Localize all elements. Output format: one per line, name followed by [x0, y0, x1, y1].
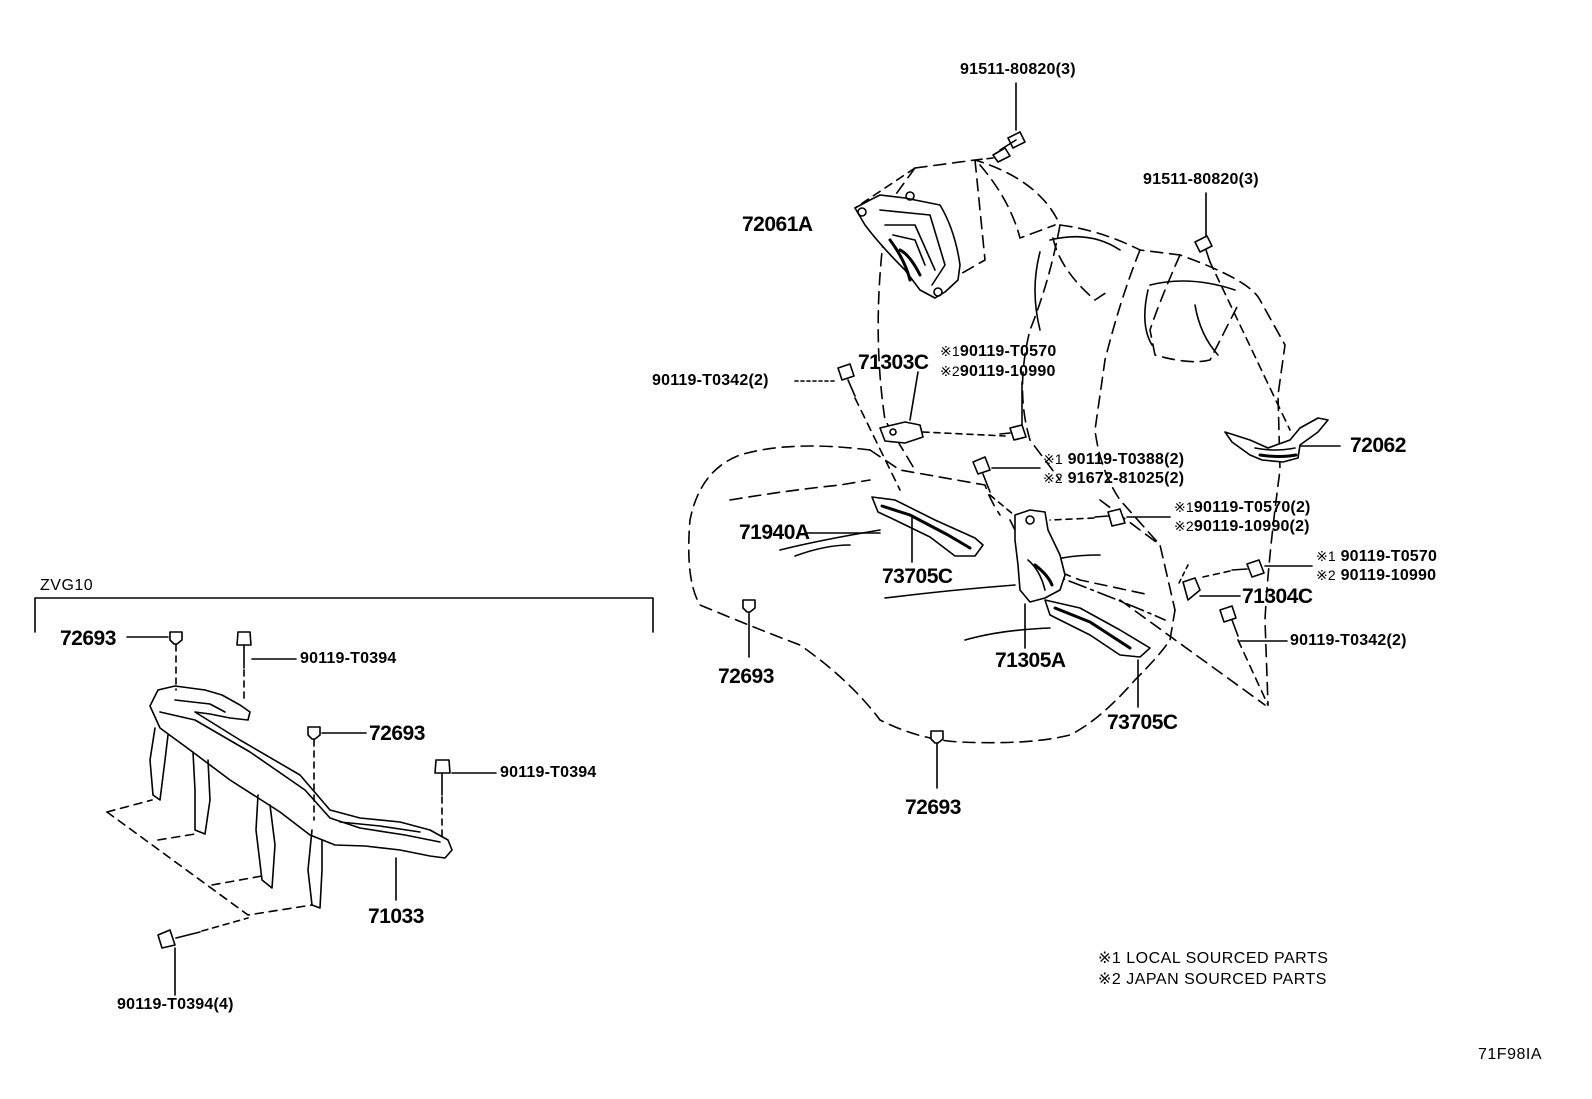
label-90119-10990-upper: ※290119-10990 [940, 363, 1056, 380]
bolt-90119-T0394-a [236, 631, 252, 669]
label-91511-top: 91511-80820(3) [960, 61, 1076, 78]
label-91672-81025: ※2 91672-81025(2) [1043, 470, 1185, 487]
label-72693-bottom: 72693 [905, 796, 961, 819]
seat-back-contours [1034, 235, 1236, 356]
cover-73705C-right [1044, 599, 1151, 658]
mark-1: ※1 [1043, 451, 1063, 467]
clip-72693-mid [742, 599, 756, 613]
label-91511-right: 91511-80820(3) [1143, 171, 1259, 188]
variant-label: ZVG10 [40, 577, 94, 594]
label-72693-left-mid: 72693 [369, 722, 425, 745]
clip-72693-bottom [930, 730, 944, 744]
zvg10-bracket [34, 597, 654, 633]
label-90119-T0394-4: 90119-T0394(4) [117, 996, 234, 1013]
bolt-91511-right [1194, 235, 1213, 263]
mark-2: ※2 [1043, 470, 1063, 486]
bolt-90119-T0388 [972, 456, 991, 493]
cover-71940A [871, 496, 984, 557]
label-71033: 71033 [368, 905, 424, 928]
bracket-71305A [1014, 509, 1066, 603]
label-90119-T0342-lower: 90119-T0342(2) [1290, 632, 1407, 649]
label-73705C-left: 73705C [882, 565, 953, 588]
label-90119-T0570-2: ※190119-T0570(2) [1174, 499, 1311, 516]
guide-line [1119, 599, 1266, 706]
legend-japan: ※2 JAPAN SOURCED PARTS [1098, 971, 1327, 988]
bolt-90119-T0342-upper [837, 363, 856, 397]
bracket-71303C [879, 421, 924, 444]
clip-72693-left-top [169, 631, 183, 645]
label-71305A: 71305A [995, 649, 1066, 672]
bracket-71304C [1182, 577, 1201, 601]
label-90119-T0570-upper: ※190119-T0570 [940, 343, 1057, 360]
mark-2: ※2 [1316, 567, 1336, 583]
bracket-72061A [854, 191, 961, 299]
mark-1: ※1 [1174, 499, 1194, 515]
label-72693-left-top: 72693 [60, 627, 116, 650]
mark-2: ※2 [940, 363, 960, 379]
label-71303C: 71303C [858, 351, 929, 374]
mark-2: ※2 [1174, 518, 1194, 534]
figure-code: 71F98IA [1478, 1046, 1542, 1063]
bolt-90119-T0394-b [434, 759, 451, 796]
guide-line [854, 167, 916, 209]
label-71940A: 71940A [739, 521, 810, 544]
label-90119-T0388: ※1 90119-T0388(2) [1043, 451, 1185, 468]
label-90119-T0394-b: 90119-T0394 [500, 764, 597, 781]
bolt-90119-T0342-lower [1219, 605, 1239, 637]
label-71304C: 71304C [1242, 585, 1313, 608]
bolt-90119-T0570-2 [1094, 508, 1126, 527]
label-90119-10990-right: ※2 90119-10990 [1316, 567, 1437, 584]
bolt-90119-upper [999, 424, 1027, 441]
legend-local: ※1 LOCAL SOURCED PARTS [1098, 950, 1329, 967]
label-72061A: 72061A [742, 213, 813, 236]
seat-back-outline [877, 159, 1286, 706]
bolt-90119-T0570-right [1231, 559, 1265, 578]
mark-1: ※1 [940, 343, 960, 359]
label-90119-10990-2: ※290119-10990(2) [1174, 518, 1310, 535]
label-72693-mid: 72693 [718, 665, 774, 688]
label-72062: 72062 [1350, 434, 1406, 457]
bolt-90119-T0394-4 [157, 929, 201, 949]
label-90119-T0570-right: ※1 90119-T0570 [1316, 548, 1438, 565]
label-90119-T0342-upper: 90119-T0342(2) [652, 372, 769, 389]
label-73705C-right: 73705C [1107, 711, 1178, 734]
label-90119-T0394-a: 90119-T0394 [300, 650, 397, 667]
bolt-91511-top [992, 131, 1026, 163]
hinge-72062 [1224, 417, 1329, 463]
base-guides [106, 799, 313, 916]
clip-72693-left-mid [307, 726, 321, 740]
frame-71033 [149, 685, 453, 909]
mark-1: ※1 [1316, 548, 1336, 564]
